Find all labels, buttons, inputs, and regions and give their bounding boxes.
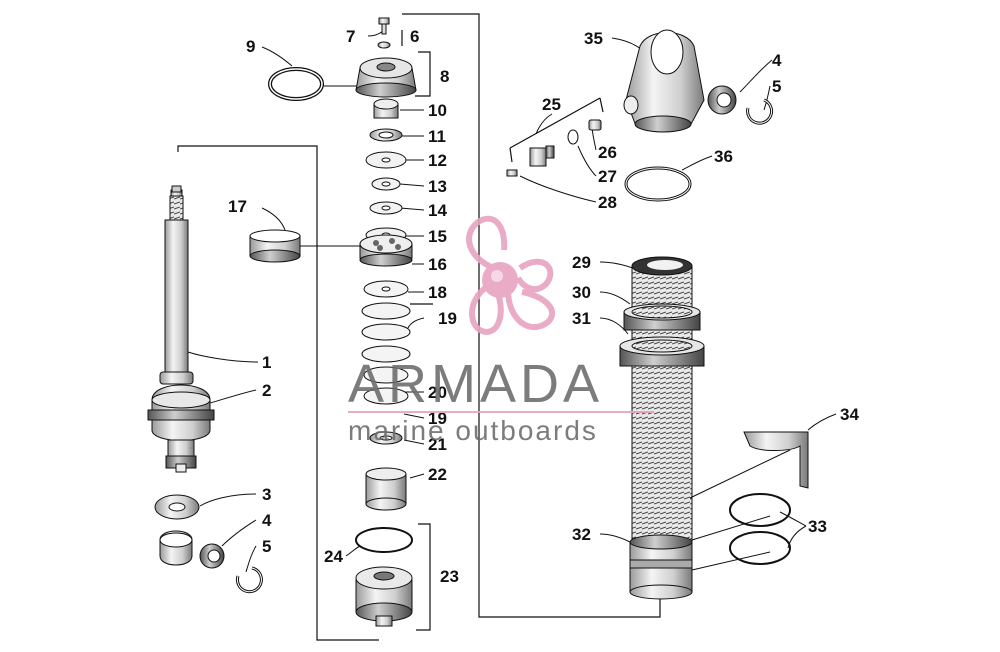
screw-7 — [378, 17, 390, 35]
callout-19-upper: 19 — [438, 309, 457, 328]
callout-2: 2 — [262, 381, 271, 400]
bushing-4-right — [707, 85, 737, 115]
shim-stack-19 — [361, 302, 411, 384]
cap-8 — [355, 57, 417, 98]
nut-22 — [365, 467, 407, 511]
callout-7: 7 — [346, 27, 355, 46]
callout-13: 13 — [428, 177, 447, 196]
seat-32 — [629, 534, 693, 600]
o-ring-36 — [624, 166, 692, 202]
callout-19-lower: 19 — [428, 409, 447, 428]
retaining-rings-33 — [729, 493, 791, 565]
eye-mount-35 — [623, 29, 705, 133]
callout-22: 22 — [428, 465, 447, 484]
callout-15: 15 — [428, 227, 447, 246]
armada-watermark: ARMADA marine outboards — [348, 215, 654, 446]
callout-4-right: 4 — [772, 51, 782, 70]
piston-ring-17 — [249, 229, 301, 263]
callout-35: 35 — [584, 29, 603, 48]
callout-6: 6 — [410, 27, 419, 46]
callout-27: 27 — [598, 167, 617, 186]
shim-18 — [363, 280, 409, 298]
callout-11: 11 — [428, 127, 446, 146]
propeller-logo — [466, 215, 556, 336]
callout-36: 36 — [714, 147, 733, 166]
callout-18: 18 — [428, 283, 447, 302]
o-ring-24 — [355, 527, 413, 553]
piston-rod-shaft — [159, 185, 194, 385]
callout-5-left: 5 — [262, 537, 271, 556]
ring-9 — [268, 67, 324, 101]
callout-21: 21 — [428, 435, 447, 454]
callout-20: 20 — [428, 383, 447, 402]
callout-14: 14 — [428, 201, 447, 220]
cylinder-body-29 — [631, 256, 693, 543]
valve-stem-28 — [506, 169, 518, 177]
callout-8: 8 — [440, 67, 449, 86]
watermark-tagline: marine outboards — [348, 415, 598, 446]
shim-13 — [371, 177, 401, 191]
callout-labels: 1 2 3 4 5 6 7 8 9 10 11 12 13 14 15 16 1… — [228, 27, 859, 586]
snap-ring-5-right — [746, 98, 774, 125]
callout-12: 12 — [428, 151, 447, 170]
callout-16: 16 — [428, 255, 447, 274]
washer-21 — [369, 431, 403, 445]
callout-9: 9 — [246, 37, 255, 56]
piston-body — [147, 384, 215, 473]
shim-20 — [363, 387, 409, 405]
bushing-4-left — [159, 530, 225, 569]
lock-nut-30 — [623, 303, 701, 331]
part-10 — [373, 98, 399, 119]
adjuster-nut-31 — [619, 336, 705, 367]
callout-34: 34 — [840, 405, 859, 424]
callout-3: 3 — [262, 485, 271, 504]
callout-10: 10 — [428, 101, 447, 120]
callout-29: 29 — [572, 253, 591, 272]
callout-24: 24 — [324, 547, 343, 566]
spring-collar-34 — [689, 431, 809, 571]
callout-28: 28 — [598, 193, 617, 212]
callout-23: 23 — [440, 567, 459, 586]
frame-lines — [177, 13, 661, 641]
callout-31: 31 — [572, 309, 591, 328]
callout-4-left: 4 — [262, 511, 272, 530]
callout-26: 26 — [598, 143, 617, 162]
shim-14 — [369, 201, 403, 215]
callout-32: 32 — [572, 525, 591, 544]
callout-5-right: 5 — [772, 77, 781, 96]
snap-ring-5-left — [235, 566, 263, 594]
fitting-25 — [588, 119, 602, 131]
callout-33: 33 — [808, 517, 827, 536]
callout-30: 30 — [572, 283, 591, 302]
callout-1: 1 — [262, 353, 271, 372]
washer-6 — [377, 41, 391, 49]
watermark-brand: ARMADA — [348, 354, 603, 414]
washer-11 — [369, 128, 403, 142]
callout-25: 25 — [542, 95, 561, 114]
shim-12 — [365, 151, 407, 169]
callout-17: 17 — [228, 197, 247, 216]
valve-27 — [529, 145, 555, 167]
o-ring-26 — [567, 129, 579, 145]
piston-16 — [359, 234, 413, 267]
washer-3 — [154, 494, 200, 520]
leader-lines — [187, 29, 837, 573]
end-cap-23 — [355, 566, 413, 627]
